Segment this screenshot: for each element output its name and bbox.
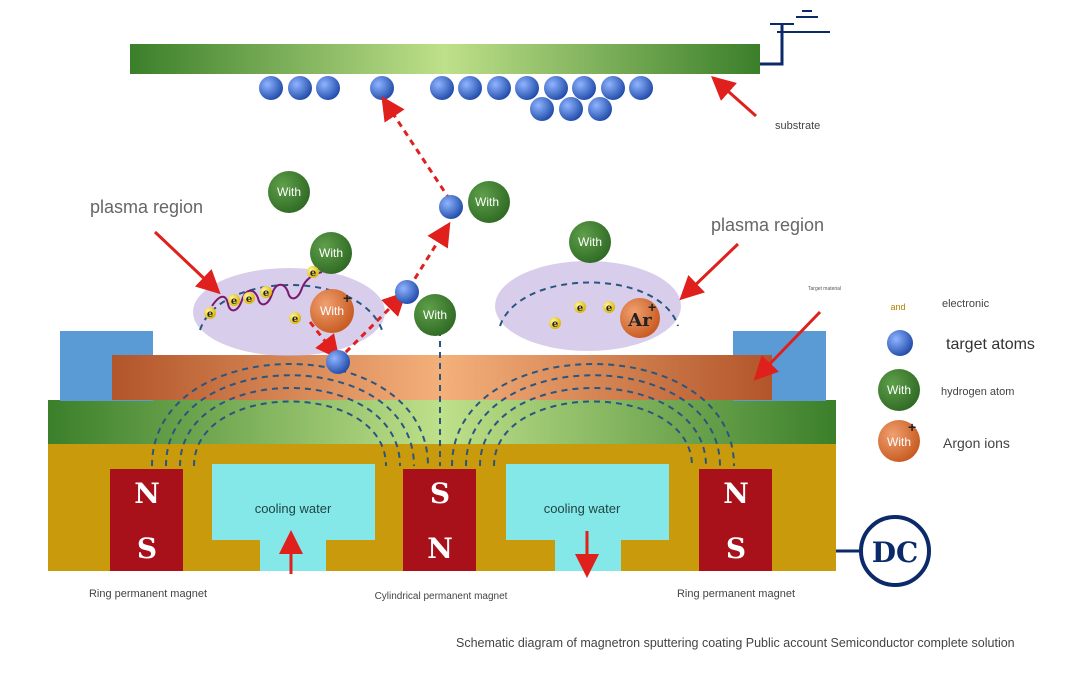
ring-magnet-left-label: Ring permanent magnet <box>89 588 207 600</box>
magnet-left <box>110 469 183 571</box>
argon-ion-right <box>620 298 660 338</box>
sputtered-atoms <box>326 195 463 374</box>
target-plate <box>112 355 772 400</box>
sputter-trajectory <box>308 95 452 362</box>
legend-argon-symbol: With <box>887 435 911 449</box>
plasma-region-left-label: plasma region <box>90 197 203 217</box>
cylindrical-magnet-label: Cylindrical permanent magnet <box>375 591 508 602</box>
plasma-region-right-label: plasma region <box>711 215 824 235</box>
magnet-right <box>699 469 772 571</box>
hydrogen-atom-label: With <box>423 308 447 322</box>
ring-magnet-right-label: Ring permanent magnet <box>677 588 795 600</box>
target-material-arrow <box>753 310 822 381</box>
electron-spiral-path <box>211 271 323 312</box>
electron-label: e <box>207 309 213 320</box>
legend: and electronic target atoms With hydroge… <box>878 298 1035 462</box>
legend-electron-symbol: and <box>890 302 905 312</box>
electron-label: e <box>552 319 558 330</box>
magnet-center <box>403 469 476 571</box>
hydrogen-atom-label: With <box>475 195 499 209</box>
legend-target-atom-icon <box>887 330 913 356</box>
plasma-left-arrow <box>153 230 221 295</box>
hydrogen-atom-label: With <box>319 246 343 260</box>
argon-ion-left-plus: + <box>343 290 351 306</box>
plasma-right-arrow <box>679 242 740 301</box>
legend-target-atom-label: target atoms <box>946 336 1035 353</box>
magnet-center-bottom: N <box>427 532 453 565</box>
hydrogen-atom-label: With <box>277 185 301 199</box>
electron-label: e <box>606 303 612 314</box>
magnet-left-bottom: S <box>137 532 157 565</box>
magnet-left-top: N <box>134 477 160 510</box>
cooling-water-left-label: cooling water <box>255 501 332 516</box>
legend-hydrogen-label: hydrogen atom <box>941 386 1014 398</box>
magnetic-field-lines <box>151 330 735 467</box>
argon-ion-right-label: Ar <box>627 310 652 331</box>
substrate-label: substrate <box>775 120 820 132</box>
argon-ion-left <box>310 289 354 333</box>
argon-ion-left-label: With <box>320 304 344 318</box>
substrate <box>130 23 830 74</box>
argon-ion-right-plus: + <box>648 299 656 315</box>
dc-label: DC <box>872 536 919 569</box>
legend-argon-plus: + <box>908 419 916 435</box>
electron-label: e <box>263 288 269 299</box>
electron-label: e <box>231 296 237 307</box>
electron-label: e <box>292 314 298 325</box>
electron-label: e <box>246 294 252 305</box>
legend-argon-label: Argon ions <box>943 435 1010 451</box>
dc-source <box>836 515 931 587</box>
figure-caption: Schematic diagram of magnetron sputterin… <box>456 636 1015 650</box>
ground-symbol <box>796 10 818 18</box>
hydrogen-atom-label: With <box>578 235 602 249</box>
legend-hydrogen-icon <box>878 369 920 411</box>
substrate-pointer-arrow <box>711 76 757 118</box>
magnet-center-top: S <box>430 477 450 510</box>
electrons <box>204 266 615 329</box>
magnet-right-bottom: S <box>726 532 746 565</box>
legend-hydrogen-symbol: With <box>887 383 911 397</box>
cooling-water-right-label: cooling water <box>544 501 621 516</box>
hydrogen-atoms <box>268 171 611 336</box>
electron-label: e <box>310 268 316 279</box>
magnet-right-top: N <box>723 477 749 510</box>
target-material-label: Target material <box>808 286 841 292</box>
backing-plate <box>48 400 836 444</box>
legend-electron-label: electronic <box>942 298 990 310</box>
legend-argon-icon <box>878 420 920 462</box>
electron-label: e <box>577 303 583 314</box>
deposited-atoms <box>259 76 653 121</box>
